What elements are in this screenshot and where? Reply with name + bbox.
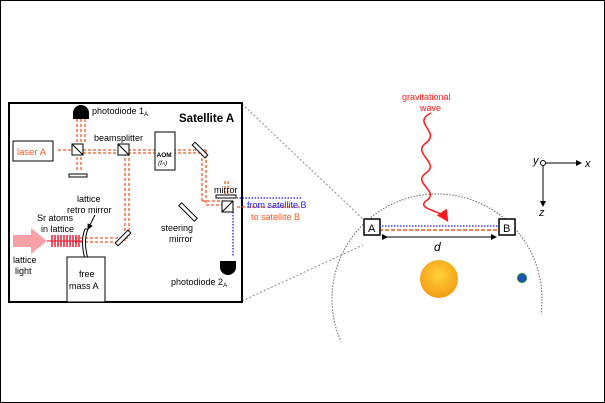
gravitational-wave-squiggle	[420, 112, 449, 222]
satellite-a-inset: Satellite A	[8, 102, 307, 303]
laser-a-label: laser A	[17, 147, 47, 158]
mirror-pd1-retro	[68, 173, 88, 178]
inset-border	[8, 102, 243, 303]
beamsplitter-diagonal-1	[71, 143, 84, 156]
coordinate-axes: x y z	[532, 155, 591, 219]
satellite-a-box	[363, 218, 381, 236]
satellite-a-label: A	[368, 223, 376, 235]
laser-a-box	[12, 140, 54, 162]
orbit-mask	[341, 313, 541, 402]
aom-box	[154, 131, 176, 171]
free-mass-a-box	[66, 256, 106, 303]
lattice-retro-pointer	[87, 214, 96, 230]
laser-beam-paths	[58, 119, 301, 243]
inset-title: Satellite A	[179, 113, 234, 125]
x-axis-label: x	[584, 158, 591, 170]
zoom-connector-bottom	[241, 244, 364, 302]
to-satellite-b-label: to satellite B	[251, 212, 300, 222]
sr-atoms-label-1: Sr atoms	[37, 213, 74, 223]
photodiode-1-label: photodiode 1A	[92, 106, 148, 118]
fold-mirror-top	[191, 141, 209, 159]
aom-frequency-label: (fA)	[158, 160, 167, 167]
mirror-retro-right	[215, 194, 237, 199]
gw-label-1: gravitational	[402, 92, 451, 102]
free-mass-label-2: mass A	[69, 281, 99, 291]
photodiode-1-icon	[73, 105, 89, 119]
satellite-b-box	[498, 218, 516, 236]
lattice-retro-label-1: lattice	[77, 194, 101, 204]
photodiode-2-icon	[220, 261, 236, 275]
fold-mirror-bottom	[114, 229, 132, 247]
lattice-light-label-2: light	[15, 266, 32, 276]
satellite-b-label: B	[503, 223, 510, 235]
beamsplitter-diagonal-2	[117, 143, 130, 156]
aom-label: AOM	[157, 152, 172, 159]
steering-label-1: steering	[161, 223, 193, 233]
z-axis-label: z	[538, 207, 545, 219]
steering-mirror	[178, 202, 198, 222]
gw-label-2: wave	[419, 103, 441, 113]
lattice-light-arrow	[13, 228, 47, 254]
from-satellite-b-label: from satellite B	[247, 200, 307, 210]
orbit-diagram: gravitational wave d A B	[331, 92, 543, 402]
y-axis-label: y	[532, 155, 540, 167]
free-mass-label-1: free	[79, 269, 95, 279]
mirror-label: mirror	[214, 185, 238, 195]
earth-icon	[517, 273, 527, 283]
photodiode-2-label: photodiode 2A	[171, 277, 227, 289]
orbit-circle	[331, 193, 543, 402]
distance-label: d	[434, 240, 441, 254]
y-axis-origin	[540, 160, 546, 166]
beamsplitter-label: beamsplitter	[94, 133, 143, 143]
lattice-retro-label-2: retro mirror	[67, 205, 112, 215]
sr-atoms-label-2: in lattice	[41, 224, 74, 234]
sun-icon	[420, 260, 458, 298]
beamsplitter-diagonal-3	[221, 200, 234, 213]
lattice-light-label-1: lattice	[13, 255, 37, 265]
incoming-beam-path	[232, 197, 301, 256]
steering-label-2: mirror	[169, 234, 193, 244]
